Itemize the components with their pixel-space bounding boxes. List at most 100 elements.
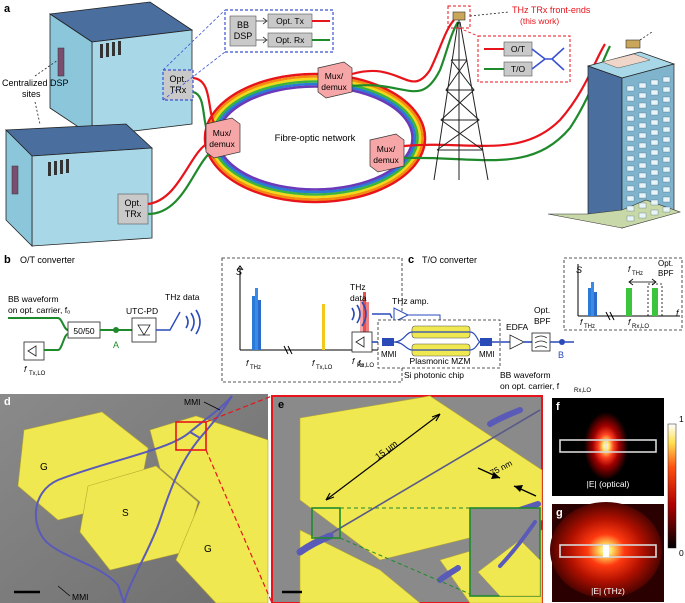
skyscraper-window [638, 202, 647, 209]
skyscraper-window [626, 125, 635, 132]
skyscraper-window [662, 76, 671, 83]
c-spec-spacing-arrow [628, 278, 657, 286]
skyscraper-window [638, 152, 647, 159]
c-spec-bar [591, 282, 594, 316]
rooftop-antenna-icon [625, 39, 641, 49]
colorbar-max: 1 [679, 414, 684, 424]
c-spec-s: S [576, 265, 582, 275]
skyscraper-window [626, 135, 635, 142]
b-spec-bar [322, 304, 325, 350]
d-s: S [122, 508, 129, 519]
b-spec-f0: f₀ [358, 358, 364, 368]
panel-b-letter: b [4, 254, 11, 266]
d-mmi-bottom: MMI [72, 592, 89, 602]
dsp-building-bottom [5, 123, 153, 247]
opt-trx-top-label-1: Opt. [169, 74, 186, 84]
c-bb-waveform-1: BB waveform [500, 370, 551, 380]
mux-left-label-1: Mux/ [213, 128, 232, 138]
c-spec-fthz: f [580, 317, 584, 327]
si-chip-label: Si photonic chip [404, 370, 464, 380]
b-thz-data-label: THz data [165, 292, 200, 302]
skyscraper-window [626, 145, 635, 152]
skyscraper-window [638, 82, 647, 89]
d-g2: G [204, 544, 212, 555]
skyscraper-window [626, 185, 635, 192]
b-spec-bar [360, 300, 363, 350]
mux-demux-top: Mux/ demux [317, 61, 353, 99]
skyscraper-window [650, 109, 659, 116]
dsp-sites-label-2: sites [22, 89, 41, 99]
tower-antenna-icon [452, 11, 466, 21]
opt-tx-label: Opt. Tx [276, 16, 304, 26]
skyscraper-window [650, 189, 659, 196]
skyscraper-window [662, 96, 671, 103]
front-ends-label-2: (this work) [520, 16, 559, 26]
skyscraper-window [638, 142, 647, 149]
c-opt-bpf-1: Opt. [534, 305, 550, 315]
thz-amp-icon [393, 307, 410, 323]
opt-trx-bottom-box [117, 193, 149, 225]
mux-top-label-2: demux [321, 82, 347, 92]
c-spectrum-plot [577, 264, 680, 321]
skyscraper-window [650, 179, 659, 186]
c-mmi-right: MMI [479, 350, 495, 359]
b-spec-fthz: f [246, 358, 250, 368]
skyscraper-window [662, 106, 671, 113]
c-spec-f: f [676, 308, 680, 318]
skyscraper-window [626, 115, 635, 122]
b-bb-waveform-1: BB waveform [8, 294, 59, 304]
skyscraper-window [662, 176, 671, 183]
skyscraper-window [662, 116, 671, 123]
panel-c-title: T/O converter [422, 255, 477, 265]
ot-box-label: O/T [511, 44, 525, 54]
b-spec-bar [366, 302, 369, 350]
c-thz-wave-icon [351, 301, 367, 327]
skyscraper-window [662, 186, 671, 193]
mux-top-label-1: Mux/ [325, 71, 344, 81]
d-g1: G [40, 462, 48, 473]
utc-pd-box [131, 317, 157, 343]
skyscraper-window [626, 105, 635, 112]
c-spec-bar [594, 292, 597, 316]
c-bb-waveform-2: on opt. carrier, f [500, 381, 560, 391]
utc-pd-label: UTC-PD [126, 306, 158, 316]
c-spec-optbpf-1: Opt. [658, 259, 673, 268]
c-spec-frxlo-sub: Rx,LO [632, 324, 649, 330]
skyscraper-window [650, 199, 659, 206]
b-bb-waveform-2: on opt. carrier, f₀ [8, 305, 71, 315]
skyscraper-window [650, 119, 659, 126]
skyscraper-window [650, 159, 659, 166]
colorbar [667, 423, 677, 549]
point-b-marker [559, 339, 565, 345]
c-spec-bar [626, 288, 632, 316]
bb-dsp-box [229, 15, 257, 47]
b-spec-s: S [236, 267, 242, 277]
skyscraper-window [638, 122, 647, 129]
bb-dsp-label-1: BB [237, 20, 249, 30]
skyscraper-window [638, 192, 647, 199]
panel-d-micrograph [0, 394, 269, 603]
b-spec-ftxlo: f [312, 358, 316, 368]
panel-g-field-map [550, 502, 664, 602]
opt-trx-bottom-label-1: Opt. [124, 198, 141, 208]
mux-right-label-1: Mux/ [377, 144, 396, 154]
c-mmi-left: MMI [381, 350, 397, 359]
c-spec-bar [588, 288, 591, 316]
skyscraper-window [662, 156, 671, 163]
panel-g-letter: g [556, 507, 563, 519]
skyscraper-window [626, 85, 635, 92]
c-spec-optbpf-2: BPF [658, 269, 674, 278]
b-thz-wave-icon [185, 309, 201, 335]
opt-trx-top-box [162, 69, 194, 101]
to-box-label: T/O [511, 64, 526, 74]
skyscraper-window [638, 92, 647, 99]
c-spec-fthz-top-sub: THz [632, 271, 643, 277]
skyscraper-window [650, 139, 659, 146]
skyscraper-window [626, 155, 635, 162]
bb-dsp-label-2: DSP [234, 31, 253, 41]
skyscraper-window [662, 196, 671, 203]
panel-e-letter: e [278, 399, 284, 411]
colorbar-min: 0 [679, 548, 684, 558]
b-spec-fthz-sub: THz [250, 365, 261, 371]
